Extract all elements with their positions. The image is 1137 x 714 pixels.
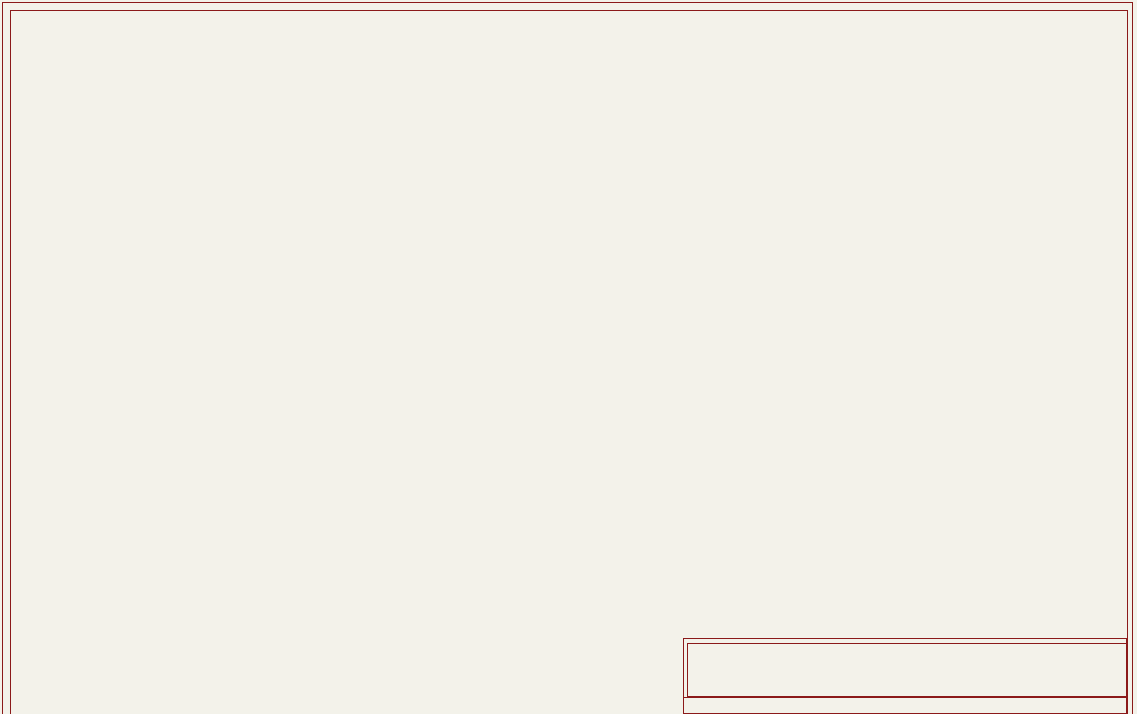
sheet-border-inner-right (1127, 10, 1128, 714)
sheet-border-inner-left (10, 10, 11, 714)
sheet-border-outer-top (2, 2, 1133, 3)
title-block-divider (683, 697, 1127, 698)
sheet-border-outer-right (1132, 2, 1133, 714)
title-block-inner (687, 643, 1127, 697)
sheet-border-outer-left (2, 2, 3, 714)
sheet-border-inner-top (10, 10, 1127, 11)
